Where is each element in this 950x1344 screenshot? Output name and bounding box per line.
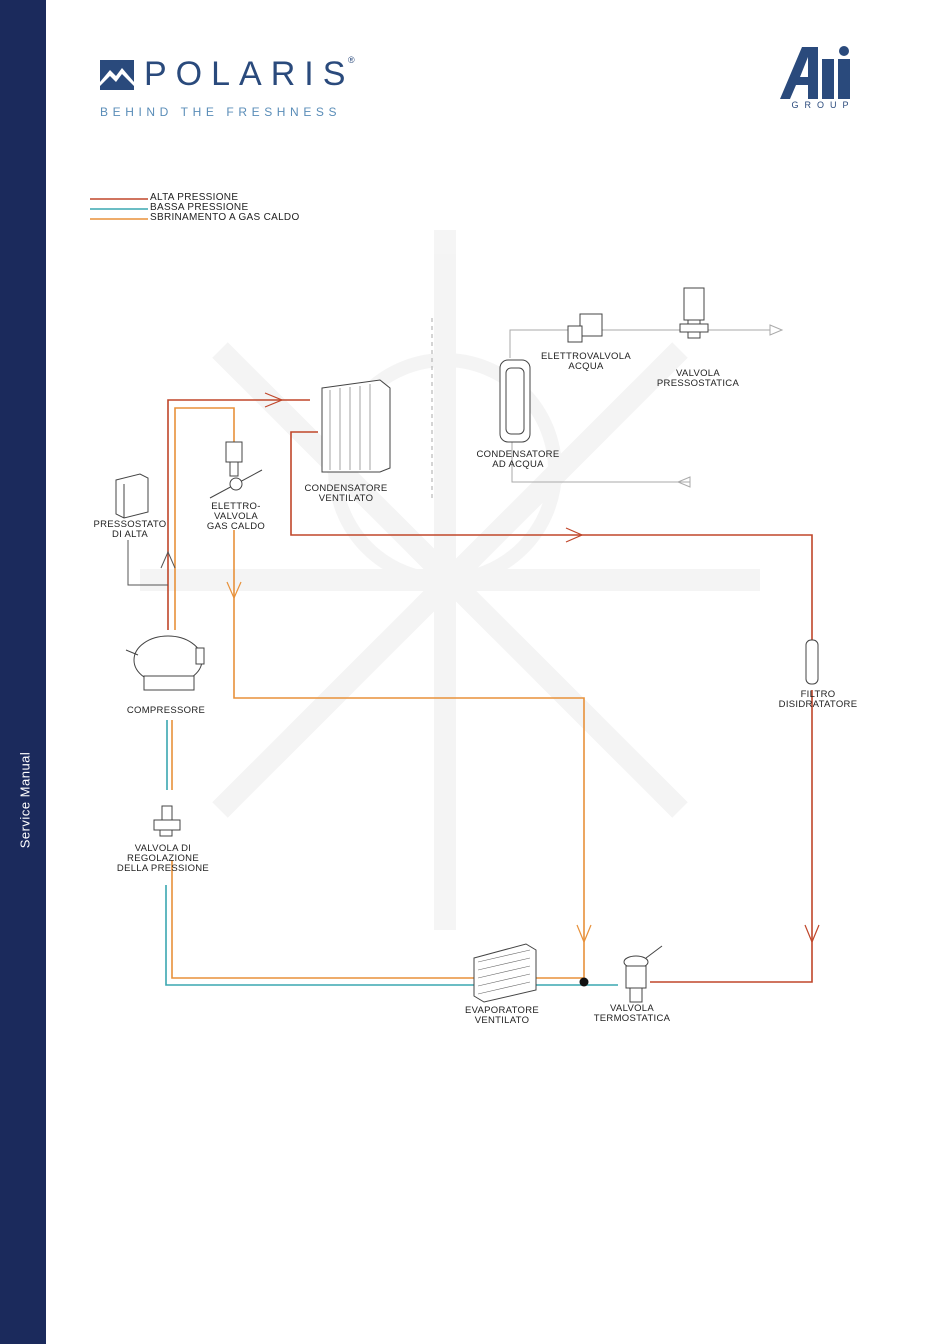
flow-arrow-6 <box>160 550 176 569</box>
registered-mark: ® <box>348 55 355 65</box>
polaris-logo: POLARIS ® BEHIND THE FRESHNESS <box>100 55 360 125</box>
filter-dryer-icon <box>805 639 819 685</box>
label-valvola-regolazione: VALVOLA DI REGOLAZIONE DELLA PRESSIONE <box>116 843 210 874</box>
red-line-compressor-to-condenser <box>167 399 310 630</box>
thermostatic-valve-icon <box>623 945 663 1003</box>
label-elettrovalvola-acqua: ELETTROVALVOLA ACQUA <box>541 351 631 372</box>
flow-arrow-5 <box>576 924 592 944</box>
hotgas-valve-icon <box>209 441 263 499</box>
pressure-regulating-valve-icon <box>153 805 181 837</box>
brand-name: POLARIS <box>144 55 355 93</box>
evaporator-icon <box>473 943 537 1003</box>
water-condenser-icon <box>499 359 531 443</box>
label-condensatore-acqua: CONDENSATORE AD ACQUA <box>476 449 560 470</box>
watermark-snowflake <box>140 230 760 930</box>
water-valve-icon <box>567 313 603 343</box>
water-line-bottom <box>511 440 690 483</box>
red-line-condenser-to-filter <box>290 431 813 640</box>
sidebar <box>0 0 46 1344</box>
label-evaporatore: EVAPORATORE VENTILATO <box>464 1005 540 1026</box>
blue-line-suction-lower <box>165 885 474 986</box>
label-compressore: COMPRESSORE <box>126 705 206 716</box>
junction-dot <box>579 977 589 987</box>
orange-line-hotgas-up <box>174 407 235 630</box>
brand-tagline: BEHIND THE FRESHNESS <box>100 105 342 119</box>
orange-line-return <box>171 860 474 979</box>
label-filtro: FILTRO DISIDRATATORE <box>778 689 858 710</box>
group-label: GROUP <box>791 100 855 110</box>
compressor-icon <box>125 635 205 691</box>
label-condensatore-ventilato: CONDENSATORE VENTILATO <box>304 483 388 504</box>
ali-group-logo: GROUP <box>778 45 868 115</box>
flow-arrow-3 <box>804 924 820 944</box>
flow-arrow-4 <box>226 581 242 600</box>
label-pressostato: PRESSOSTATO DI ALTA <box>93 519 167 540</box>
red-line-filter-to-valve <box>650 690 813 983</box>
pressostato-connection <box>127 540 168 586</box>
label-valvola-pressostatica: VALVOLA PRESSOSTATICA <box>656 368 740 389</box>
flow-arrow-1 <box>264 392 284 408</box>
label-valvola-termostatica: VALVOLA TERMOSTATICA <box>593 1003 671 1024</box>
orange-line-hotgas-down <box>233 530 585 982</box>
flow-arrow-2 <box>565 527 584 543</box>
water-arrow-out <box>769 324 784 336</box>
legend-label-sbrinamento: SBRINAMENTO A GAS CALDO <box>150 212 300 223</box>
legend-label-alta: ALTA PRESSIONE <box>150 192 239 203</box>
label-elettrovalvola-gas-caldo: ELETTRO- VALVOLA GAS CALDO <box>206 501 266 532</box>
pressostato-icon <box>115 473 149 519</box>
legend-label-bassa: BASSA PRESSIONE <box>150 202 249 213</box>
pressostatic-valve-icon <box>679 287 709 339</box>
mountain-icon <box>100 60 134 90</box>
condenser-air-icon <box>321 379 391 473</box>
water-arrow-in <box>676 476 691 488</box>
